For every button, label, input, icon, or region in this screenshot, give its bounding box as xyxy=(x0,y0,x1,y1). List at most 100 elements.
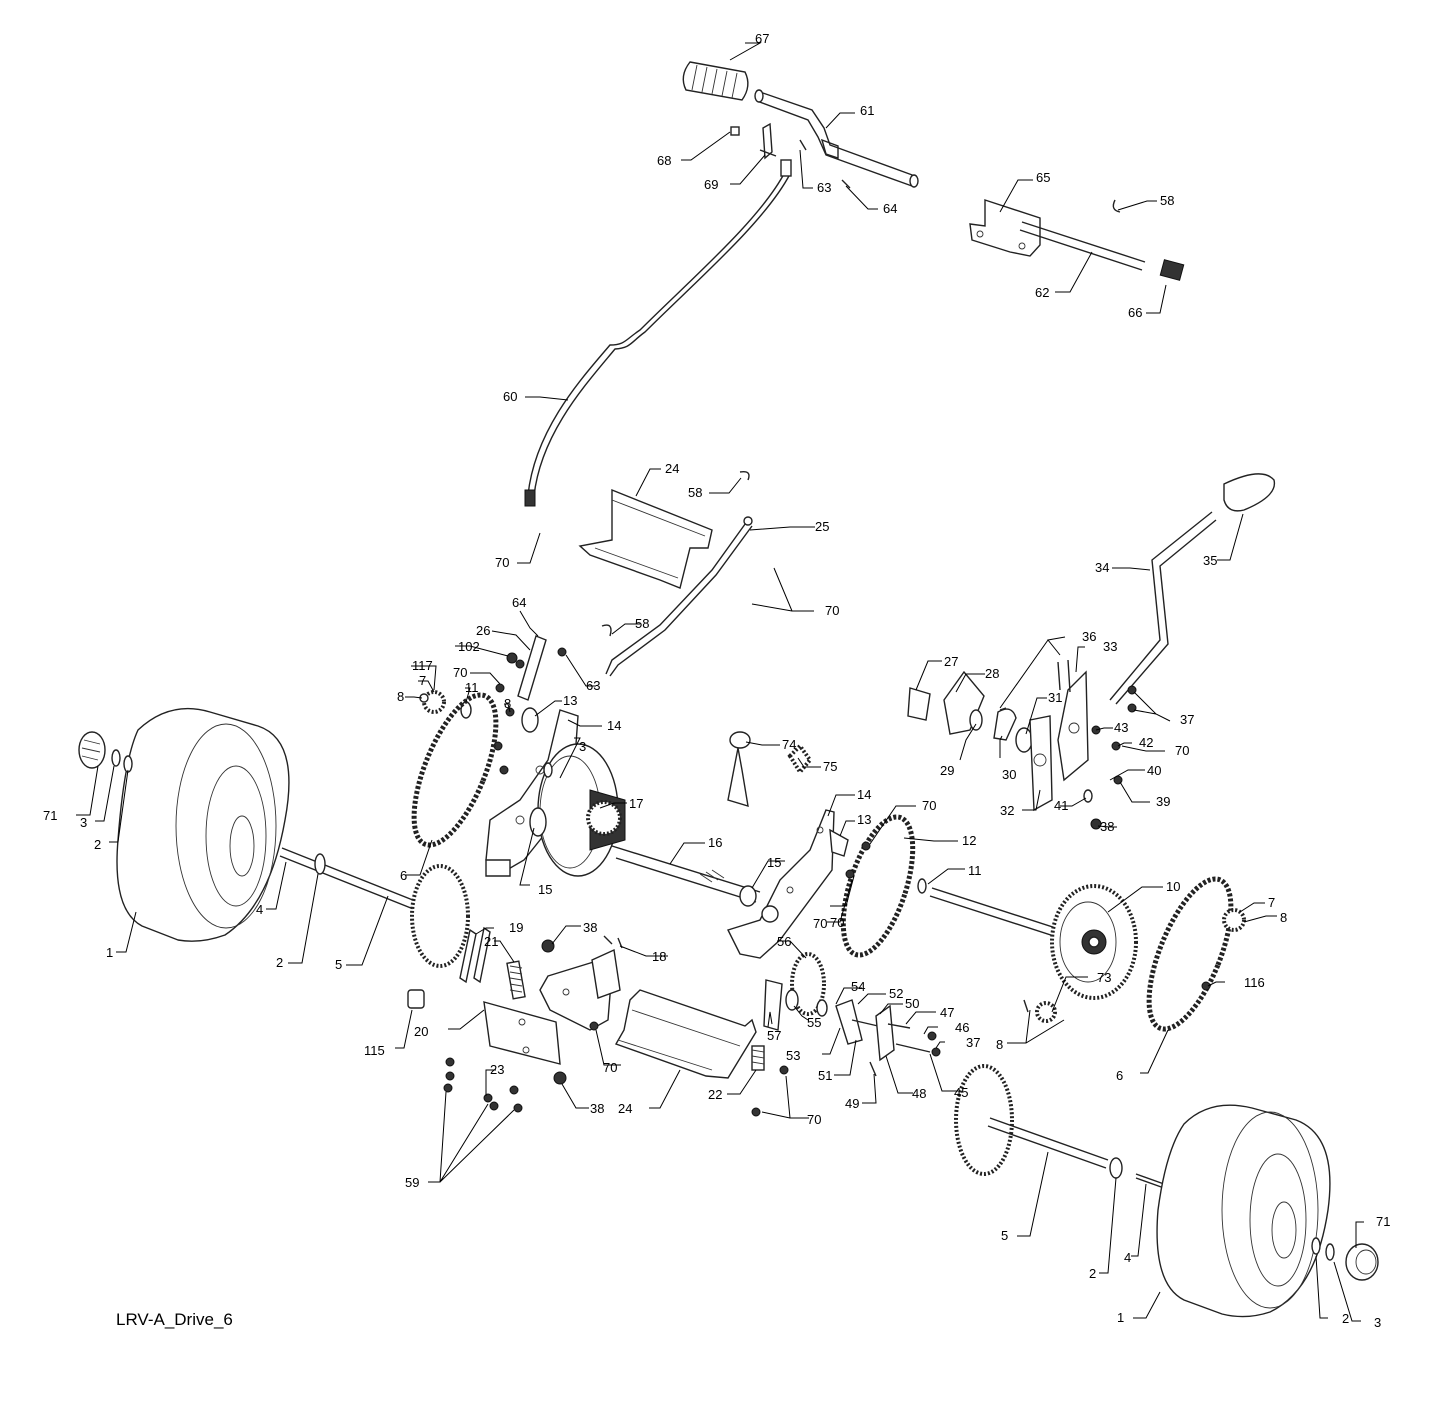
callout-53: 53 xyxy=(786,1048,800,1063)
height-adjust-mechanism-part xyxy=(907,659,1137,830)
callout-22: 22 xyxy=(708,1087,722,1102)
callout-38: 38 xyxy=(590,1101,604,1116)
callout-43: 43 xyxy=(1114,720,1128,735)
callout-66: 66 xyxy=(1128,305,1142,320)
right-axle-sprocket-part xyxy=(929,884,1138,1000)
callout-60: 60 xyxy=(503,389,517,404)
callout-4: 4 xyxy=(1124,1250,1131,1265)
callout-8: 8 xyxy=(397,689,404,704)
shift-shaft-part xyxy=(1019,221,1146,271)
right-small-sprocket-part xyxy=(1222,908,1246,932)
callout-8: 8 xyxy=(996,1037,1003,1052)
callout-37: 37 xyxy=(1180,712,1194,727)
left-drive-chain-part xyxy=(411,692,499,848)
left-wheel-part xyxy=(116,707,290,942)
callout-12: 12 xyxy=(962,833,976,848)
callout-116: 116 xyxy=(1244,975,1265,990)
callout-70: 70 xyxy=(807,1112,821,1127)
part-drawings xyxy=(78,61,1379,1318)
callout-48: 48 xyxy=(912,1086,926,1101)
callout-45: 45 xyxy=(954,1085,968,1100)
callout-26: 26 xyxy=(476,623,490,638)
callout-33: 33 xyxy=(1103,639,1117,654)
callout-2: 2 xyxy=(276,955,283,970)
callout-73: 73 xyxy=(1097,970,1111,985)
callout-1: 1 xyxy=(106,945,113,960)
bolt-set-part xyxy=(443,1057,523,1113)
callout-57: 57 xyxy=(767,1028,781,1043)
callout-65: 65 xyxy=(1036,170,1050,185)
bolt-part xyxy=(845,869,855,879)
callout-25: 25 xyxy=(815,519,829,534)
callout-68: 68 xyxy=(657,153,671,168)
callout-14: 14 xyxy=(607,718,621,733)
callout-7: 7 xyxy=(1268,895,1275,910)
callout-70: 70 xyxy=(603,1060,617,1075)
right-axle-part xyxy=(954,1064,1165,1189)
callout-102: 102 xyxy=(458,639,480,654)
callout-3: 3 xyxy=(80,815,87,830)
callout-70: 70 xyxy=(813,916,827,931)
callout-56: 56 xyxy=(777,934,791,949)
callout-70: 70 xyxy=(830,915,844,930)
callout-10: 10 xyxy=(1166,879,1180,894)
callout-74: 74 xyxy=(782,737,796,752)
leader-lines xyxy=(76,42,1364,1322)
callout-11: 11 xyxy=(465,680,479,695)
rod-end-part xyxy=(743,516,753,526)
callout-42: 42 xyxy=(1139,735,1153,750)
callout-27: 27 xyxy=(944,654,958,669)
callout-38: 38 xyxy=(583,920,597,935)
callout-39: 39 xyxy=(1156,794,1170,809)
callout-5: 5 xyxy=(1001,1228,1008,1243)
callout-20: 20 xyxy=(414,1024,428,1039)
callout-47: 47 xyxy=(940,1005,954,1020)
callout-3: 3 xyxy=(1374,1315,1381,1330)
right-side-plate-part xyxy=(727,809,849,959)
callout-63: 63 xyxy=(817,180,831,195)
callout-28: 28 xyxy=(985,666,999,681)
shift-bracket-part xyxy=(969,199,1041,257)
spring-bracket-part xyxy=(727,731,813,807)
callout-2: 2 xyxy=(1342,1311,1349,1326)
callout-34: 34 xyxy=(1095,560,1109,575)
callout-19: 19 xyxy=(509,920,523,935)
callout-115: 115 xyxy=(364,1043,385,1058)
callout-50: 50 xyxy=(905,996,919,1011)
right-hubcap-part xyxy=(1311,1237,1379,1281)
callout-8: 8 xyxy=(504,696,511,711)
callout-17: 17 xyxy=(629,796,643,811)
callout-2: 2 xyxy=(94,837,101,852)
callout-70: 70 xyxy=(825,603,839,618)
callout-numbers: 67 61 68 69 63 64 65 58 62 66 60 24 58 7… xyxy=(43,31,1390,1330)
callout-24: 24 xyxy=(618,1101,632,1116)
callout-38: 38 xyxy=(1100,819,1114,834)
callout-24: 24 xyxy=(665,461,679,476)
gear-shaft-part xyxy=(611,845,761,903)
lower-frame-part xyxy=(614,989,789,1117)
callout-63: 63 xyxy=(586,678,600,693)
callout-36: 36 xyxy=(1082,629,1096,644)
callout-51: 51 xyxy=(818,1068,832,1083)
callout-117: 117 xyxy=(412,658,433,673)
handle-grip-part xyxy=(682,61,749,101)
lower-left-bracket-part xyxy=(407,926,623,1085)
callout-69: 69 xyxy=(704,177,718,192)
callout-16: 16 xyxy=(708,835,722,850)
center-drive-chain-part xyxy=(840,814,916,958)
pin-part xyxy=(1023,999,1029,1013)
right-drive-chain-part xyxy=(1146,876,1234,1032)
left-axle-part xyxy=(279,847,470,968)
washer-part xyxy=(917,878,927,894)
linkage-rod-part xyxy=(605,519,753,677)
callout-70: 70 xyxy=(922,798,936,813)
callout-8: 8 xyxy=(1280,910,1287,925)
callout-62: 62 xyxy=(1035,285,1049,300)
callout-71: 71 xyxy=(43,808,57,823)
callout-64: 64 xyxy=(883,201,897,216)
callout-2: 2 xyxy=(1089,1266,1096,1281)
diagram-caption: LRV-A_Drive_6 xyxy=(116,1310,233,1329)
callout-4: 4 xyxy=(256,902,263,917)
small-bolt-part xyxy=(730,122,777,160)
